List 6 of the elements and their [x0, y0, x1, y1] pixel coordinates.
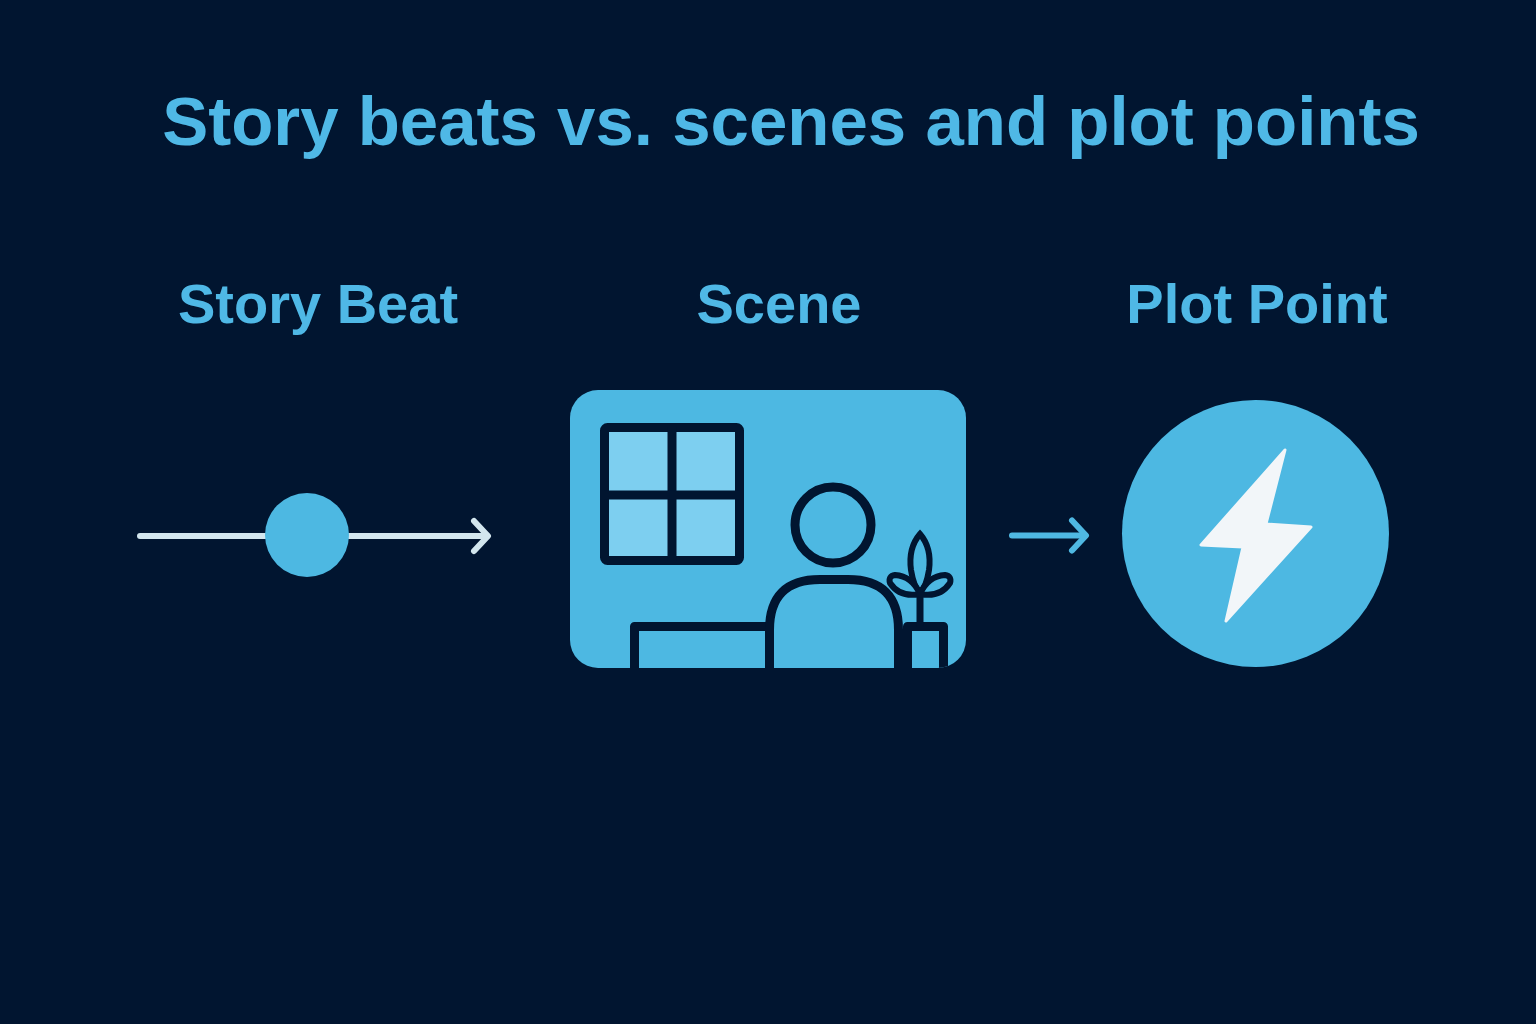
column-heading: Story Beat [177, 271, 459, 337]
column-heading: Plot Point [1126, 271, 1388, 337]
column-heading: Scene [696, 271, 862, 337]
scene-illustration [570, 390, 966, 668]
diagram-title: Story beats vs. scenes and plot points [162, 82, 1420, 162]
arrow [1009, 517, 1089, 554]
